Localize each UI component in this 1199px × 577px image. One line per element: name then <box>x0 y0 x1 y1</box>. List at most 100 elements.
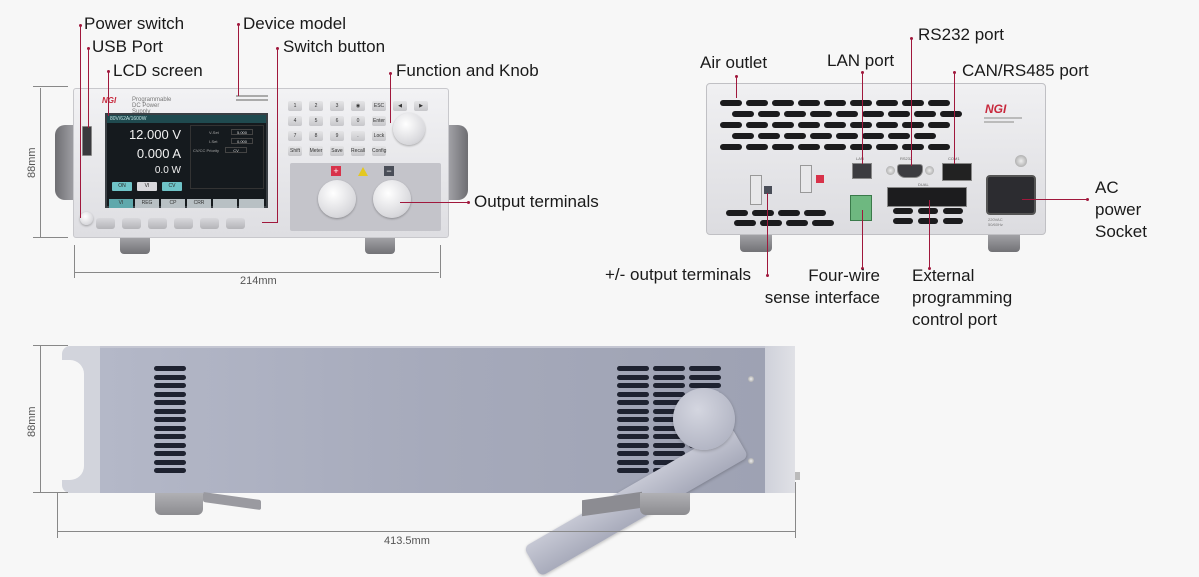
key-7[interactable]: 7 <box>288 131 302 141</box>
side-vent-slot <box>154 417 186 422</box>
key-shift[interactable]: Shift <box>288 146 302 156</box>
front-height-dim-tick-bottom <box>33 237 68 238</box>
vent-slot <box>943 218 963 224</box>
key-eye[interactable]: ◉ <box>351 101 365 111</box>
lcd-on-button[interactable]: ON <box>112 182 132 191</box>
key-0[interactable]: 0 <box>351 116 365 126</box>
current-reading: 0.000 A <box>136 146 181 161</box>
leader-dot <box>861 267 864 270</box>
vent-slot <box>914 133 936 139</box>
key-lock[interactable]: Lock <box>372 131 386 141</box>
softkey-2[interactable] <box>122 218 141 229</box>
vent-slot <box>918 208 938 214</box>
vset-value[interactable]: 5.000 <box>231 129 253 135</box>
lcd-softkey-cp[interactable]: CP <box>161 199 185 208</box>
output-terminals-leader <box>400 202 468 203</box>
lan-port[interactable] <box>852 163 872 179</box>
vent-slot <box>876 100 898 106</box>
key-3[interactable]: 3 <box>330 101 344 111</box>
four-wire-sense-connector[interactable] <box>850 195 872 221</box>
key-8[interactable]: 8 <box>309 131 323 141</box>
leader-dot <box>1086 198 1089 201</box>
leader-dot <box>237 23 240 26</box>
ext-prog-leader <box>929 200 930 268</box>
lcd-cv-button[interactable]: CV <box>162 182 182 191</box>
key-enter[interactable]: Enter <box>372 116 386 126</box>
key-right[interactable]: ▶ <box>414 101 428 111</box>
lcd-softkey-crr[interactable]: CRR <box>187 199 211 208</box>
dual-mark: DUAL <box>918 182 929 187</box>
softkey-5[interactable] <box>200 218 219 229</box>
side-vent-slot <box>617 425 649 431</box>
lcd-softkey-5[interactable] <box>213 199 237 208</box>
lcd-softkey-6[interactable] <box>239 199 264 208</box>
key-esc[interactable]: ESC <box>372 101 386 111</box>
priority-value[interactable]: CV <box>225 147 247 153</box>
side-vent-slot <box>154 451 186 456</box>
negative-output-terminal[interactable] <box>373 180 411 218</box>
vent-slot <box>824 122 846 128</box>
key-5[interactable]: 5 <box>309 116 323 126</box>
label-four-wire-line1: Four-wire <box>808 266 880 285</box>
label-ac-power-socket: AC power Socket <box>1095 177 1147 243</box>
leader-dot <box>107 70 110 73</box>
side-vent-slot <box>617 442 649 448</box>
power-switch[interactable] <box>80 212 93 225</box>
iset-value[interactable]: 0.000 <box>231 138 253 144</box>
key-config[interactable]: Config <box>372 146 387 156</box>
side-vent-slot <box>154 374 186 380</box>
rear-negative-terminal[interactable] <box>750 175 762 205</box>
lcd-softkey-vi[interactable]: VI <box>109 199 133 208</box>
vent-slot <box>784 133 806 139</box>
softkey-3[interactable] <box>148 218 167 229</box>
key-dot[interactable]: . <box>351 131 365 141</box>
leader-dot <box>861 71 864 74</box>
key-meter[interactable]: Meter <box>309 146 323 156</box>
front-panel-title: Programmable DC Power Supply <box>132 97 172 115</box>
label-four-wire: Four-wire sense interface <box>754 265 880 309</box>
lan-mark: LAN <box>856 156 864 161</box>
side-vent-slot <box>617 383 649 388</box>
softkey-6[interactable] <box>226 218 245 229</box>
key-recall[interactable]: Recall <box>351 146 365 156</box>
side-height-dim-label: 88mm <box>26 406 38 437</box>
positive-output-terminal[interactable] <box>318 180 356 218</box>
lcd-vi-button[interactable]: VI <box>137 182 157 191</box>
lcd-softkey-reg[interactable]: REG <box>135 199 159 208</box>
key-9[interactable]: 9 <box>330 131 344 141</box>
voltage-reading: 12.000 V <box>128 127 181 142</box>
rear-foot-left <box>740 234 772 252</box>
vent-slot <box>876 122 898 128</box>
leader-dot <box>953 71 956 74</box>
softkey-4[interactable] <box>174 218 193 229</box>
front-width-dim-tick-left <box>74 245 75 278</box>
key-save[interactable]: Save <box>330 146 344 156</box>
lcd-screen-leader <box>108 71 109 116</box>
rear-output-leader <box>767 193 768 275</box>
vent-slot <box>902 100 924 106</box>
label-ac-power-line1: AC power <box>1095 178 1142 219</box>
front-foot-left <box>120 237 150 254</box>
key-1[interactable]: 1 <box>288 101 302 111</box>
minus-sign-icon: − <box>384 166 394 176</box>
ac-power-socket[interactable] <box>986 175 1036 215</box>
function-knob[interactable] <box>393 113 425 145</box>
softkey-1[interactable] <box>96 218 115 229</box>
rs232-port[interactable] <box>897 164 923 178</box>
side-vent-slot <box>689 374 721 380</box>
key-4[interactable]: 4 <box>288 116 302 126</box>
key-left[interactable]: ◀ <box>393 101 407 111</box>
can-rs485-port[interactable] <box>942 163 972 181</box>
warning-icon <box>358 167 368 176</box>
side-vent-slot <box>154 383 186 388</box>
external-programming-port[interactable] <box>887 187 967 207</box>
usb-port[interactable] <box>82 126 92 156</box>
side-foot-rear <box>640 493 690 515</box>
front-width-dim-line <box>75 272 439 273</box>
rear-positive-terminal[interactable] <box>800 165 812 193</box>
key-6[interactable]: 6 <box>330 116 344 126</box>
power-reading: 0.0 W <box>154 165 181 176</box>
vent-slot <box>760 220 782 226</box>
key-2[interactable]: 2 <box>309 101 323 111</box>
switch-button-leader <box>277 48 278 222</box>
